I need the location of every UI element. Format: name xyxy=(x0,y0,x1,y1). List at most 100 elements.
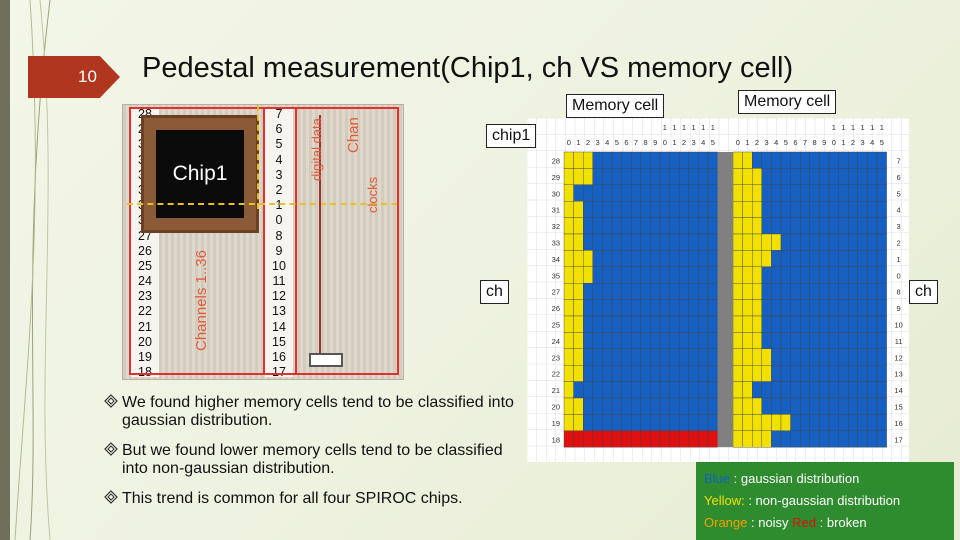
grid-cell-left xyxy=(563,315,574,333)
grid-cell-right xyxy=(751,250,762,267)
grid-cell-left xyxy=(678,250,689,267)
grid-cell-right xyxy=(857,381,868,399)
grid-cell-left xyxy=(640,233,651,251)
grid-cell-left xyxy=(630,348,641,366)
grid-cell-left xyxy=(688,250,699,267)
grid-cell-right xyxy=(761,151,772,169)
grid-cell-right xyxy=(838,217,849,235)
grid-cell-left xyxy=(659,315,670,333)
grid-cell-right xyxy=(742,184,753,202)
grid-cell-left xyxy=(592,348,603,366)
grid-cell-right xyxy=(771,348,782,366)
grid-cell-right xyxy=(790,364,801,382)
grid-cell-left xyxy=(707,299,718,317)
grid-cell-left xyxy=(602,348,613,366)
grid-cell-right xyxy=(838,381,849,399)
grid-cell-right xyxy=(742,217,753,235)
grid-cell-right xyxy=(828,282,839,300)
col-header-units: 3 xyxy=(692,138,696,147)
grid-cell-right xyxy=(876,200,887,218)
row-label-left: 30 xyxy=(552,189,560,198)
pin-number: 18 xyxy=(138,365,152,380)
grid-cell-right xyxy=(790,168,801,186)
grid-cell-right xyxy=(780,414,791,431)
grid-cell-left xyxy=(698,233,709,251)
grid-cell-right xyxy=(828,217,839,235)
col-header-units: 6 xyxy=(624,138,628,147)
grid-cell-right xyxy=(876,266,887,284)
grid-cell-left xyxy=(573,168,584,186)
grid-cell-right xyxy=(828,200,839,218)
grid-cell-right xyxy=(809,282,820,300)
grid-cell-left xyxy=(698,332,709,349)
col-header-units: 3 xyxy=(765,138,769,147)
grid-cell-left xyxy=(621,348,632,366)
grid-cell-left xyxy=(698,414,709,431)
grid-cell-right xyxy=(761,266,772,284)
grid-cell-left xyxy=(630,168,641,186)
col-header-units: 7 xyxy=(803,138,807,147)
grid-cell-left xyxy=(659,168,670,186)
grid-cell-left xyxy=(659,364,670,382)
grid-cell-left xyxy=(621,168,632,186)
grid-cell-right xyxy=(771,397,782,415)
grid-cell-left xyxy=(678,184,689,202)
grid-cell-right xyxy=(800,266,811,284)
grid-cell-left xyxy=(602,233,613,251)
grid-cell-left xyxy=(669,332,680,349)
grid-cell-right xyxy=(790,184,801,202)
grid-cell-left xyxy=(621,282,632,300)
grid-cell-right xyxy=(742,200,753,218)
grid-cell-right xyxy=(857,414,868,431)
grid-cell-left xyxy=(621,332,632,349)
col-header-units: 8 xyxy=(644,138,648,147)
grid-cell-left xyxy=(659,381,670,399)
grid-cell-right xyxy=(876,348,887,366)
row-label-left: 27 xyxy=(552,288,560,297)
col-header-units: 0 xyxy=(832,138,836,147)
grid-cell-left xyxy=(573,332,584,349)
grid-cell-left xyxy=(669,430,680,448)
grid-cell-left xyxy=(563,332,574,349)
grid-cell-left xyxy=(621,430,632,448)
grid-cell-left xyxy=(583,151,594,169)
grid-cell-left xyxy=(583,315,594,333)
grid-cell-left xyxy=(640,217,651,235)
grid-cell-right xyxy=(761,233,772,251)
grid-cell-right xyxy=(848,184,859,202)
grid-cell-left xyxy=(650,332,661,349)
pin-number: 0 xyxy=(275,213,283,228)
grid-cell-right xyxy=(761,414,772,431)
grid-cell-left xyxy=(583,217,594,235)
grid-cell-left xyxy=(688,299,699,317)
grid-cell-left xyxy=(621,217,632,235)
grid-cell-right xyxy=(838,266,849,284)
grid-cell-left xyxy=(640,332,651,349)
grid-cell-right xyxy=(800,332,811,349)
grid-cell-right xyxy=(809,348,820,366)
grid-cell-left xyxy=(573,282,584,300)
grid-cell-left xyxy=(698,217,709,235)
grid-cell-right xyxy=(732,315,743,333)
grid-cell-right xyxy=(828,168,839,186)
grid-cell-right xyxy=(809,430,820,448)
grid-cell-right xyxy=(848,299,859,317)
col-header-tens: 1 xyxy=(861,123,865,132)
grid-cell-right xyxy=(742,250,753,267)
grid-cell-right xyxy=(780,233,791,251)
grid-cell-right xyxy=(732,266,743,284)
row-label-left: 33 xyxy=(552,238,560,247)
grid-cell-right xyxy=(761,430,772,448)
grid-cell-left xyxy=(659,217,670,235)
grid-cell-left xyxy=(592,381,603,399)
grid-cell-right xyxy=(790,151,801,169)
grid-cell-left xyxy=(688,414,699,431)
grid-cell-right xyxy=(857,397,868,415)
grid-cell-right xyxy=(800,299,811,317)
grid-cell-left xyxy=(611,250,622,267)
grid-cell-right xyxy=(828,364,839,382)
grid-cell-left xyxy=(583,266,594,284)
grid-cell-left xyxy=(563,282,574,300)
